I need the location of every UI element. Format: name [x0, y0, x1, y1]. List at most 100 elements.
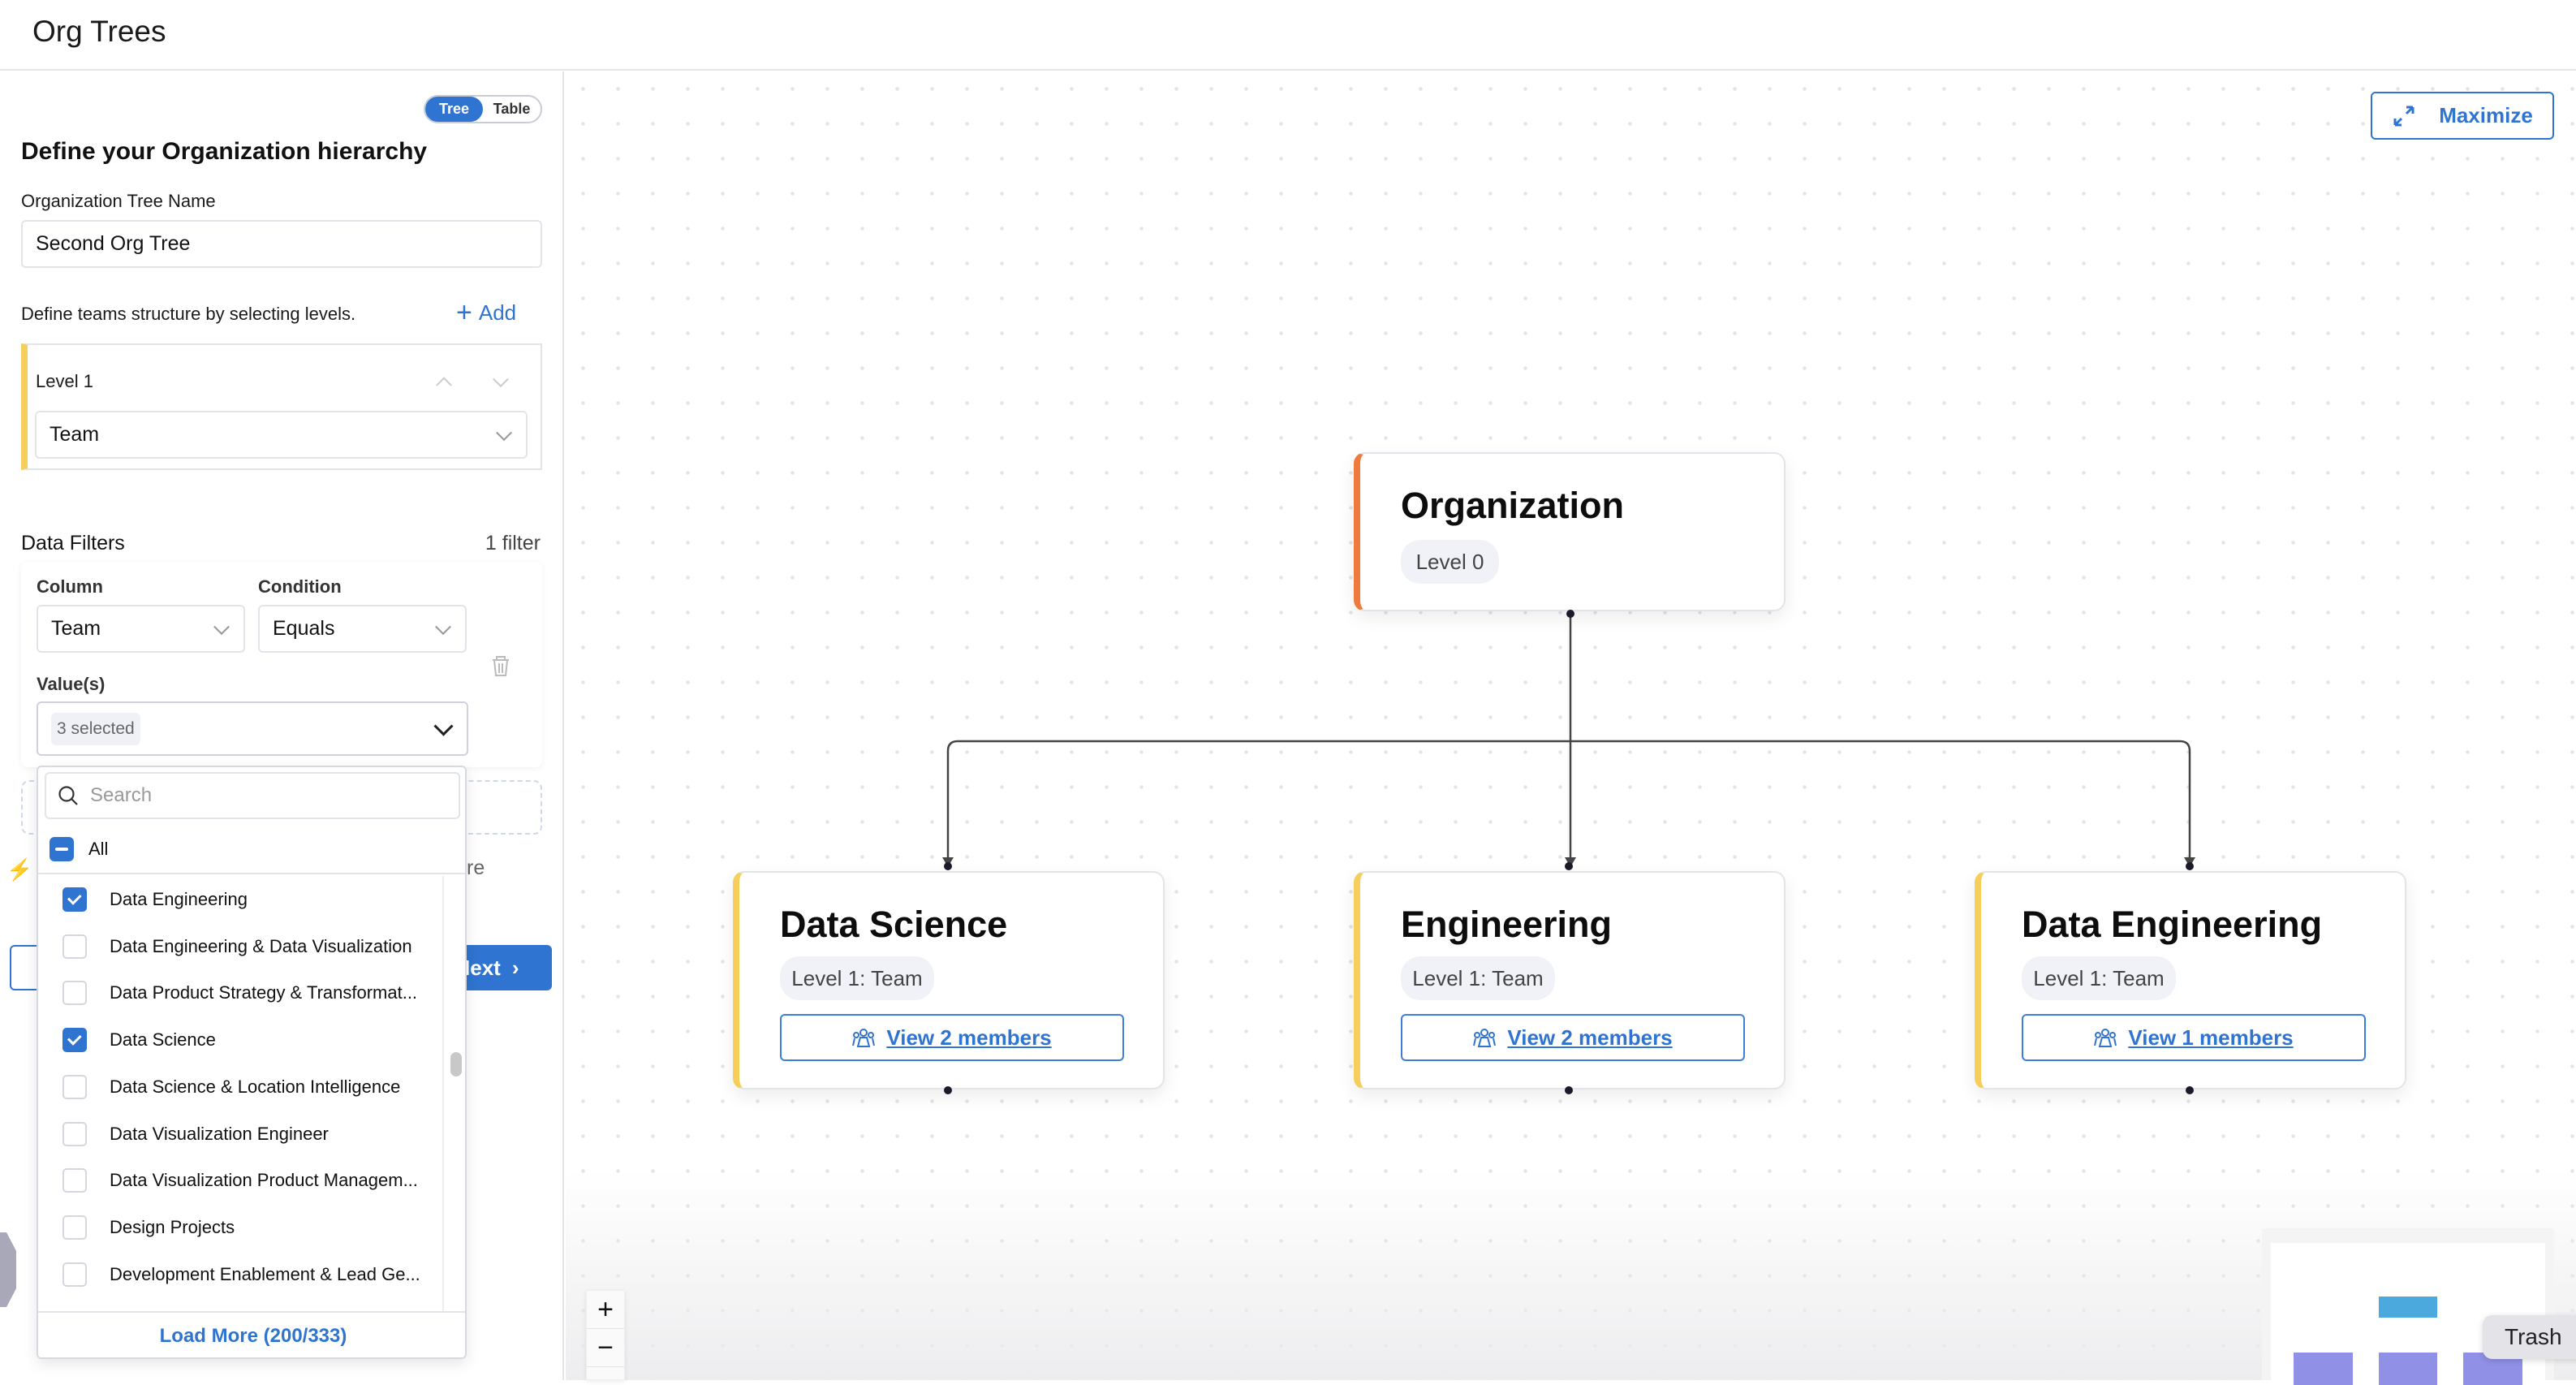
view-toggle[interactable]: Tree Table: [424, 95, 542, 123]
select-all-option[interactable]: All: [38, 826, 465, 874]
values-label: Value(s): [37, 674, 106, 694]
handle-dot[interactable]: [2186, 862, 2194, 870]
condition-select[interactable]: Equals: [258, 605, 467, 653]
node-organization[interactable]: Organization Level 0: [1354, 452, 1786, 611]
handle-dot[interactable]: [1565, 862, 1573, 870]
move-up-button[interactable]: [436, 369, 466, 394]
option-checkbox[interactable]: [62, 1168, 87, 1193]
column-select[interactable]: Team: [37, 605, 245, 653]
chevron-up-icon: [436, 377, 452, 394]
maximize-button[interactable]: Maximize: [2371, 92, 2554, 140]
option-checkbox[interactable]: [62, 1074, 87, 1099]
handle-dot[interactable]: [2186, 1086, 2194, 1094]
option-checkbox[interactable]: [62, 1028, 87, 1053]
view-members-button[interactable]: View 2 members: [1401, 1014, 1745, 1061]
handle-dot[interactable]: [944, 1086, 952, 1094]
chevron-down-icon: [213, 618, 230, 635]
option-item[interactable]: Data Visualization Engineer: [62, 1111, 329, 1158]
move-down-button[interactable]: [493, 369, 523, 394]
search-input[interactable]: Search: [45, 772, 460, 819]
option-item[interactable]: Data Engineering & Data Visualization: [62, 923, 412, 970]
side-handle[interactable]: [0, 1232, 16, 1307]
tab-tree[interactable]: Tree: [425, 97, 483, 122]
node-team[interactable]: Data Science Level 1: Team View 2 member…: [733, 871, 1165, 1089]
members-label: View 1 members: [2128, 1025, 2294, 1050]
option-checkbox[interactable]: [62, 1262, 87, 1287]
option-item[interactable]: Data Engineering: [62, 876, 248, 923]
section-heading: Define your Organization hierarchy: [21, 138, 428, 165]
indeterminate-checkbox[interactable]: [50, 837, 74, 861]
lightning-icon: ⚡: [6, 857, 33, 882]
column-label: Column: [37, 576, 103, 597]
scrollbar-thumb[interactable]: [450, 1052, 462, 1077]
handle-dot[interactable]: [1565, 1086, 1573, 1094]
load-more-button[interactable]: Load More (200/333): [38, 1311, 465, 1357]
option-item[interactable]: Design Projects: [62, 1204, 235, 1251]
tab-table[interactable]: Table: [493, 101, 531, 117]
handle-dot[interactable]: [1566, 610, 1574, 618]
view-members-button[interactable]: View 1 members: [2022, 1014, 2366, 1061]
tree-canvas[interactable]: [566, 71, 2576, 1380]
option-checkbox[interactable]: [62, 981, 87, 1006]
option-label: Data Science & Location Intelligence: [110, 1076, 401, 1097]
minimap-child-node: [2379, 1353, 2437, 1385]
zoom-out-button[interactable]: −: [587, 1329, 624, 1367]
node-title: Engineering: [1401, 904, 1613, 945]
chevron-down-icon: [433, 716, 454, 736]
option-item[interactable]: Data Visualization Product Managem...: [62, 1157, 418, 1204]
level-select-value: Team: [50, 423, 100, 446]
users-icon: [852, 1029, 876, 1047]
zoom-controls: + −: [586, 1290, 625, 1380]
trash-icon[interactable]: [490, 654, 511, 678]
option-label: Design Projects: [110, 1216, 235, 1237]
minimap-root-node: [2379, 1297, 2437, 1318]
level-badge: Level 1: Team: [780, 956, 934, 1000]
add-label: Add: [478, 300, 517, 325]
option-item[interactable]: Data Science: [62, 1016, 216, 1064]
node-team[interactable]: Data Engineering Level 1: Team View 1 me…: [1975, 871, 2406, 1089]
search-placeholder: Search: [90, 784, 153, 806]
plus-icon: +: [456, 297, 472, 328]
option-label: Data Engineering: [110, 889, 248, 909]
values-select[interactable]: 3 selected: [37, 701, 468, 756]
level-select[interactable]: Team: [35, 411, 528, 459]
app-header: Org Trees: [0, 0, 2576, 71]
view-members-button[interactable]: View 2 members: [780, 1014, 1124, 1061]
tree-name-input[interactable]: Second Org Tree: [21, 220, 542, 268]
minimap-child-node: [2294, 1353, 2353, 1385]
maximize-label: Maximize: [2439, 103, 2533, 127]
level-badge: Level 1: Team: [1401, 956, 1555, 1000]
option-item[interactable]: Data Product Strategy & Transformat...: [62, 969, 417, 1016]
members-label: View 2 members: [1507, 1025, 1673, 1050]
option-label: Data Engineering & Data Visualization: [110, 935, 412, 956]
handle-dot[interactable]: [944, 862, 952, 870]
zoom-in-button[interactable]: +: [587, 1291, 624, 1329]
chevron-right-icon: ›: [511, 955, 519, 980]
tree-name-label: Organization Tree Name: [21, 191, 216, 211]
option-item[interactable]: Development Enablement & Lead Ge...: [62, 1251, 420, 1298]
chevron-down-icon: [496, 424, 512, 441]
option-label: Data Visualization Engineer: [110, 1123, 329, 1144]
search-icon: [58, 786, 78, 805]
node-title: Data Science: [780, 904, 1008, 945]
option-checkbox[interactable]: [62, 887, 87, 912]
option-item[interactable]: Data Science & Location Intelligence: [62, 1064, 400, 1111]
option-checkbox[interactable]: [62, 1121, 87, 1146]
users-icon: [2094, 1029, 2117, 1047]
option-label: Development Enablement & Lead Ge...: [110, 1263, 420, 1284]
level-badge: Level 0: [1401, 540, 1499, 584]
node-team[interactable]: Engineering Level 1: Team View 2 members: [1354, 871, 1786, 1089]
level-card: Level 1 Team: [21, 343, 542, 470]
condition-value: Equals: [273, 617, 335, 640]
option-label: Data Science: [110, 1029, 216, 1051]
add-level-button[interactable]: + Add: [456, 299, 516, 326]
option-checkbox[interactable]: [62, 1215, 87, 1240]
column-value: Team: [51, 617, 101, 640]
option-checkbox[interactable]: [62, 934, 87, 959]
condition-label: Condition: [258, 576, 342, 597]
filter-count: 1 filter: [485, 532, 541, 554]
chevron-down-icon: [435, 618, 451, 635]
node-title: Data Engineering: [2022, 904, 2323, 945]
chevron-down-icon: [493, 371, 509, 388]
